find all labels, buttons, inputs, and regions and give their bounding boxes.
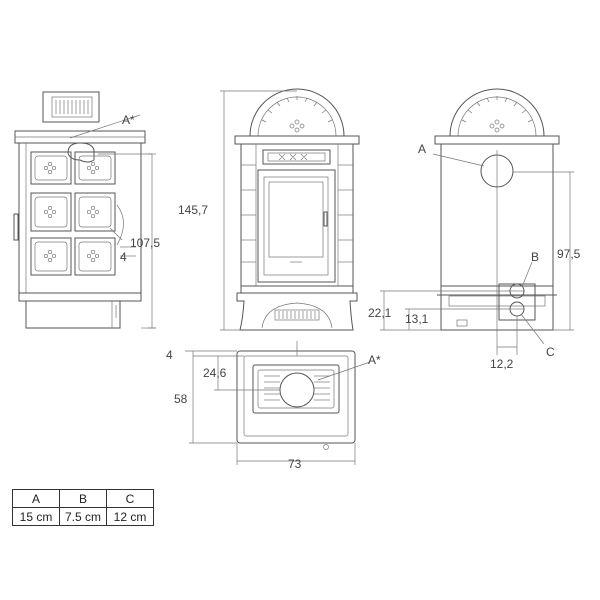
rear-view (380, 88, 574, 355)
side-view (13, 91, 156, 329)
dim-height-total: 145,7 (178, 203, 208, 217)
dim-rear-height-a: 97,5 (557, 247, 581, 261)
outlet-dimensions-table: A B C 15 cm 7.5 cm 12 cm (12, 489, 154, 526)
dim-plan-depth: 58 (174, 392, 188, 406)
table-cell: 7.5 cm (59, 507, 107, 526)
table-cell: 12 cm (106, 507, 154, 526)
dim-plan-offset: 4 (166, 348, 173, 362)
dim-side-offset: 4 (120, 250, 127, 264)
dim-plan-width: 73 (288, 457, 302, 471)
table-header-row: A B C (12, 489, 154, 508)
label-a-star-top: A* (122, 113, 135, 127)
table-cell: 15 cm (12, 507, 60, 526)
dim-rear-height-c: 13,1 (405, 312, 429, 326)
table-header-cell: B (59, 489, 107, 508)
dim-rear-height-b: 22,1 (368, 306, 392, 320)
plan-view (185, 341, 371, 465)
table-header-cell: C (106, 489, 154, 508)
front-view (220, 88, 360, 331)
dim-plan-depth-inner: 24,6 (203, 366, 227, 380)
dim-rear-offset-c: 12,2 (490, 357, 514, 371)
label-a: A (418, 142, 426, 156)
dim-height-body: 107,5 (130, 236, 160, 250)
label-c: C (546, 345, 555, 359)
label-b: B (531, 250, 539, 264)
label-a-star-plan: A* (368, 353, 381, 367)
table-header-cell: A (12, 489, 60, 508)
table-row: 15 cm 7.5 cm 12 cm (12, 507, 154, 526)
